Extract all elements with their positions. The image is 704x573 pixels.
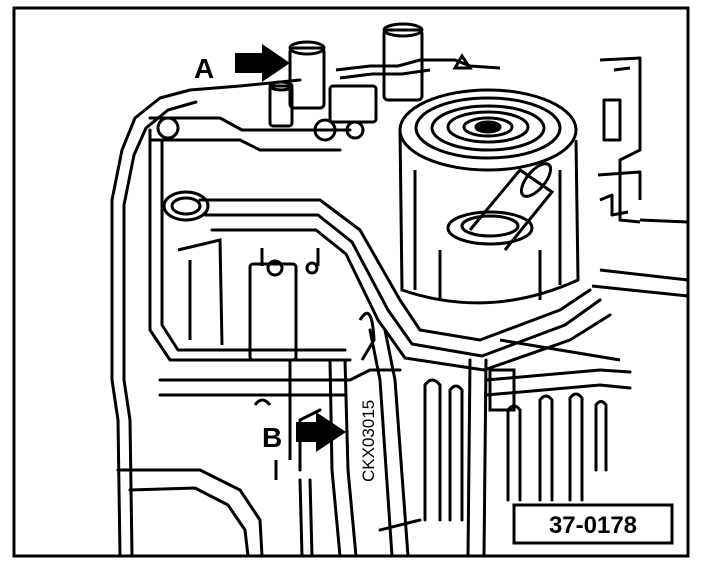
right-bracket (591, 56, 689, 298)
label-b: B (262, 422, 282, 453)
label-a: A (194, 53, 214, 84)
arrow-b (296, 412, 346, 452)
top-fittings (156, 22, 501, 142)
part-code: CKX03015 (359, 400, 378, 482)
outer-border (12, 6, 690, 558)
interior-details (162, 190, 621, 480)
arrow-a (235, 44, 290, 82)
arrow-a-head (262, 44, 290, 82)
figure-number: 37-0178 (549, 512, 637, 539)
figure-number-box: 37-0178 (512, 503, 674, 545)
arrow-a-shaft (235, 53, 263, 73)
arrow-b-shaft (296, 422, 318, 442)
arrow-b-head (316, 412, 346, 452)
transmission-housing (110, 78, 632, 558)
oil-filter-housing (398, 88, 580, 305)
